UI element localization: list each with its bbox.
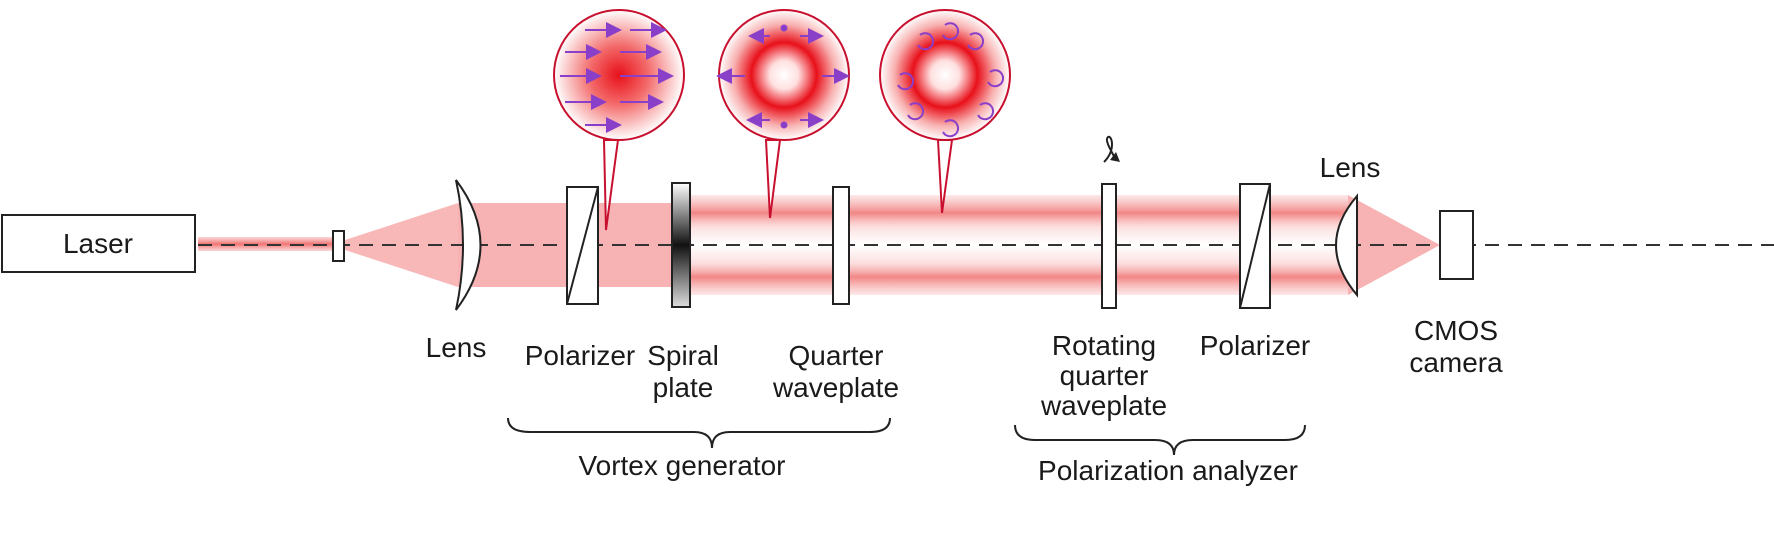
- callout-circular-polarization: [879, 9, 1011, 214]
- brace-vortex-generator: [507, 417, 891, 449]
- label-spiral-plate-line-2: plate: [653, 372, 714, 403]
- brace-polarization-analyzer: [1014, 424, 1306, 456]
- lens-1: [455, 179, 482, 311]
- spiral-plate: [671, 182, 691, 308]
- polarizer-1-diagonal: [566, 186, 599, 305]
- expanding-beam: [345, 203, 458, 287]
- rotation-icon: [1103, 135, 1117, 163]
- lens-2: [1335, 193, 1358, 298]
- radial-polarization-arrows: [716, 28, 850, 128]
- label-polarization-analyzer: Polarization analyzer: [1038, 455, 1298, 486]
- label-rotating-qwp-line-2: quarter: [1060, 360, 1149, 391]
- label-rotating-qwp-line-3: waveplate: [1040, 390, 1167, 421]
- label-spiral-plate-line-1: Spiral: [647, 340, 719, 371]
- label-lens-1: Lens: [426, 332, 487, 363]
- laser-label: Laser: [63, 228, 133, 259]
- polarization-dot-top: [780, 24, 788, 32]
- label-polarizer-1: Polarizer: [525, 340, 635, 371]
- label-quarter-waveplate-line-2: waveplate: [772, 372, 899, 403]
- callout-linear-polarization: [553, 9, 685, 231]
- polarization-dot-bottom: [780, 121, 788, 129]
- polarizer-2-diagonal: [1239, 183, 1271, 309]
- label-rotating-qwp-line-1: Rotating: [1052, 330, 1156, 361]
- callout-radial-polarization: [716, 9, 850, 219]
- beam-profile-3: [879, 9, 1011, 141]
- quarter-waveplate: [832, 186, 850, 305]
- label-cmos-line-2: camera: [1409, 347, 1503, 378]
- label-quarter-waveplate-line-1: Quarter: [789, 340, 884, 371]
- circular-polarization-loops: [897, 22, 1005, 138]
- pinhole: [332, 230, 345, 262]
- label-lens-2: Lens: [1320, 152, 1381, 183]
- cmos-camera-box: [1439, 210, 1474, 280]
- label-polarizer-2: Polarizer: [1200, 330, 1310, 361]
- rotation-arrowhead: [1110, 152, 1120, 162]
- linear-polarization-arrows: [560, 22, 674, 133]
- laser-box: [1, 214, 196, 273]
- label-cmos-line-1: CMOS: [1414, 315, 1498, 346]
- label-vortex-generator: Vortex generator: [578, 450, 785, 481]
- rotating-quarter-waveplate: [1101, 183, 1117, 309]
